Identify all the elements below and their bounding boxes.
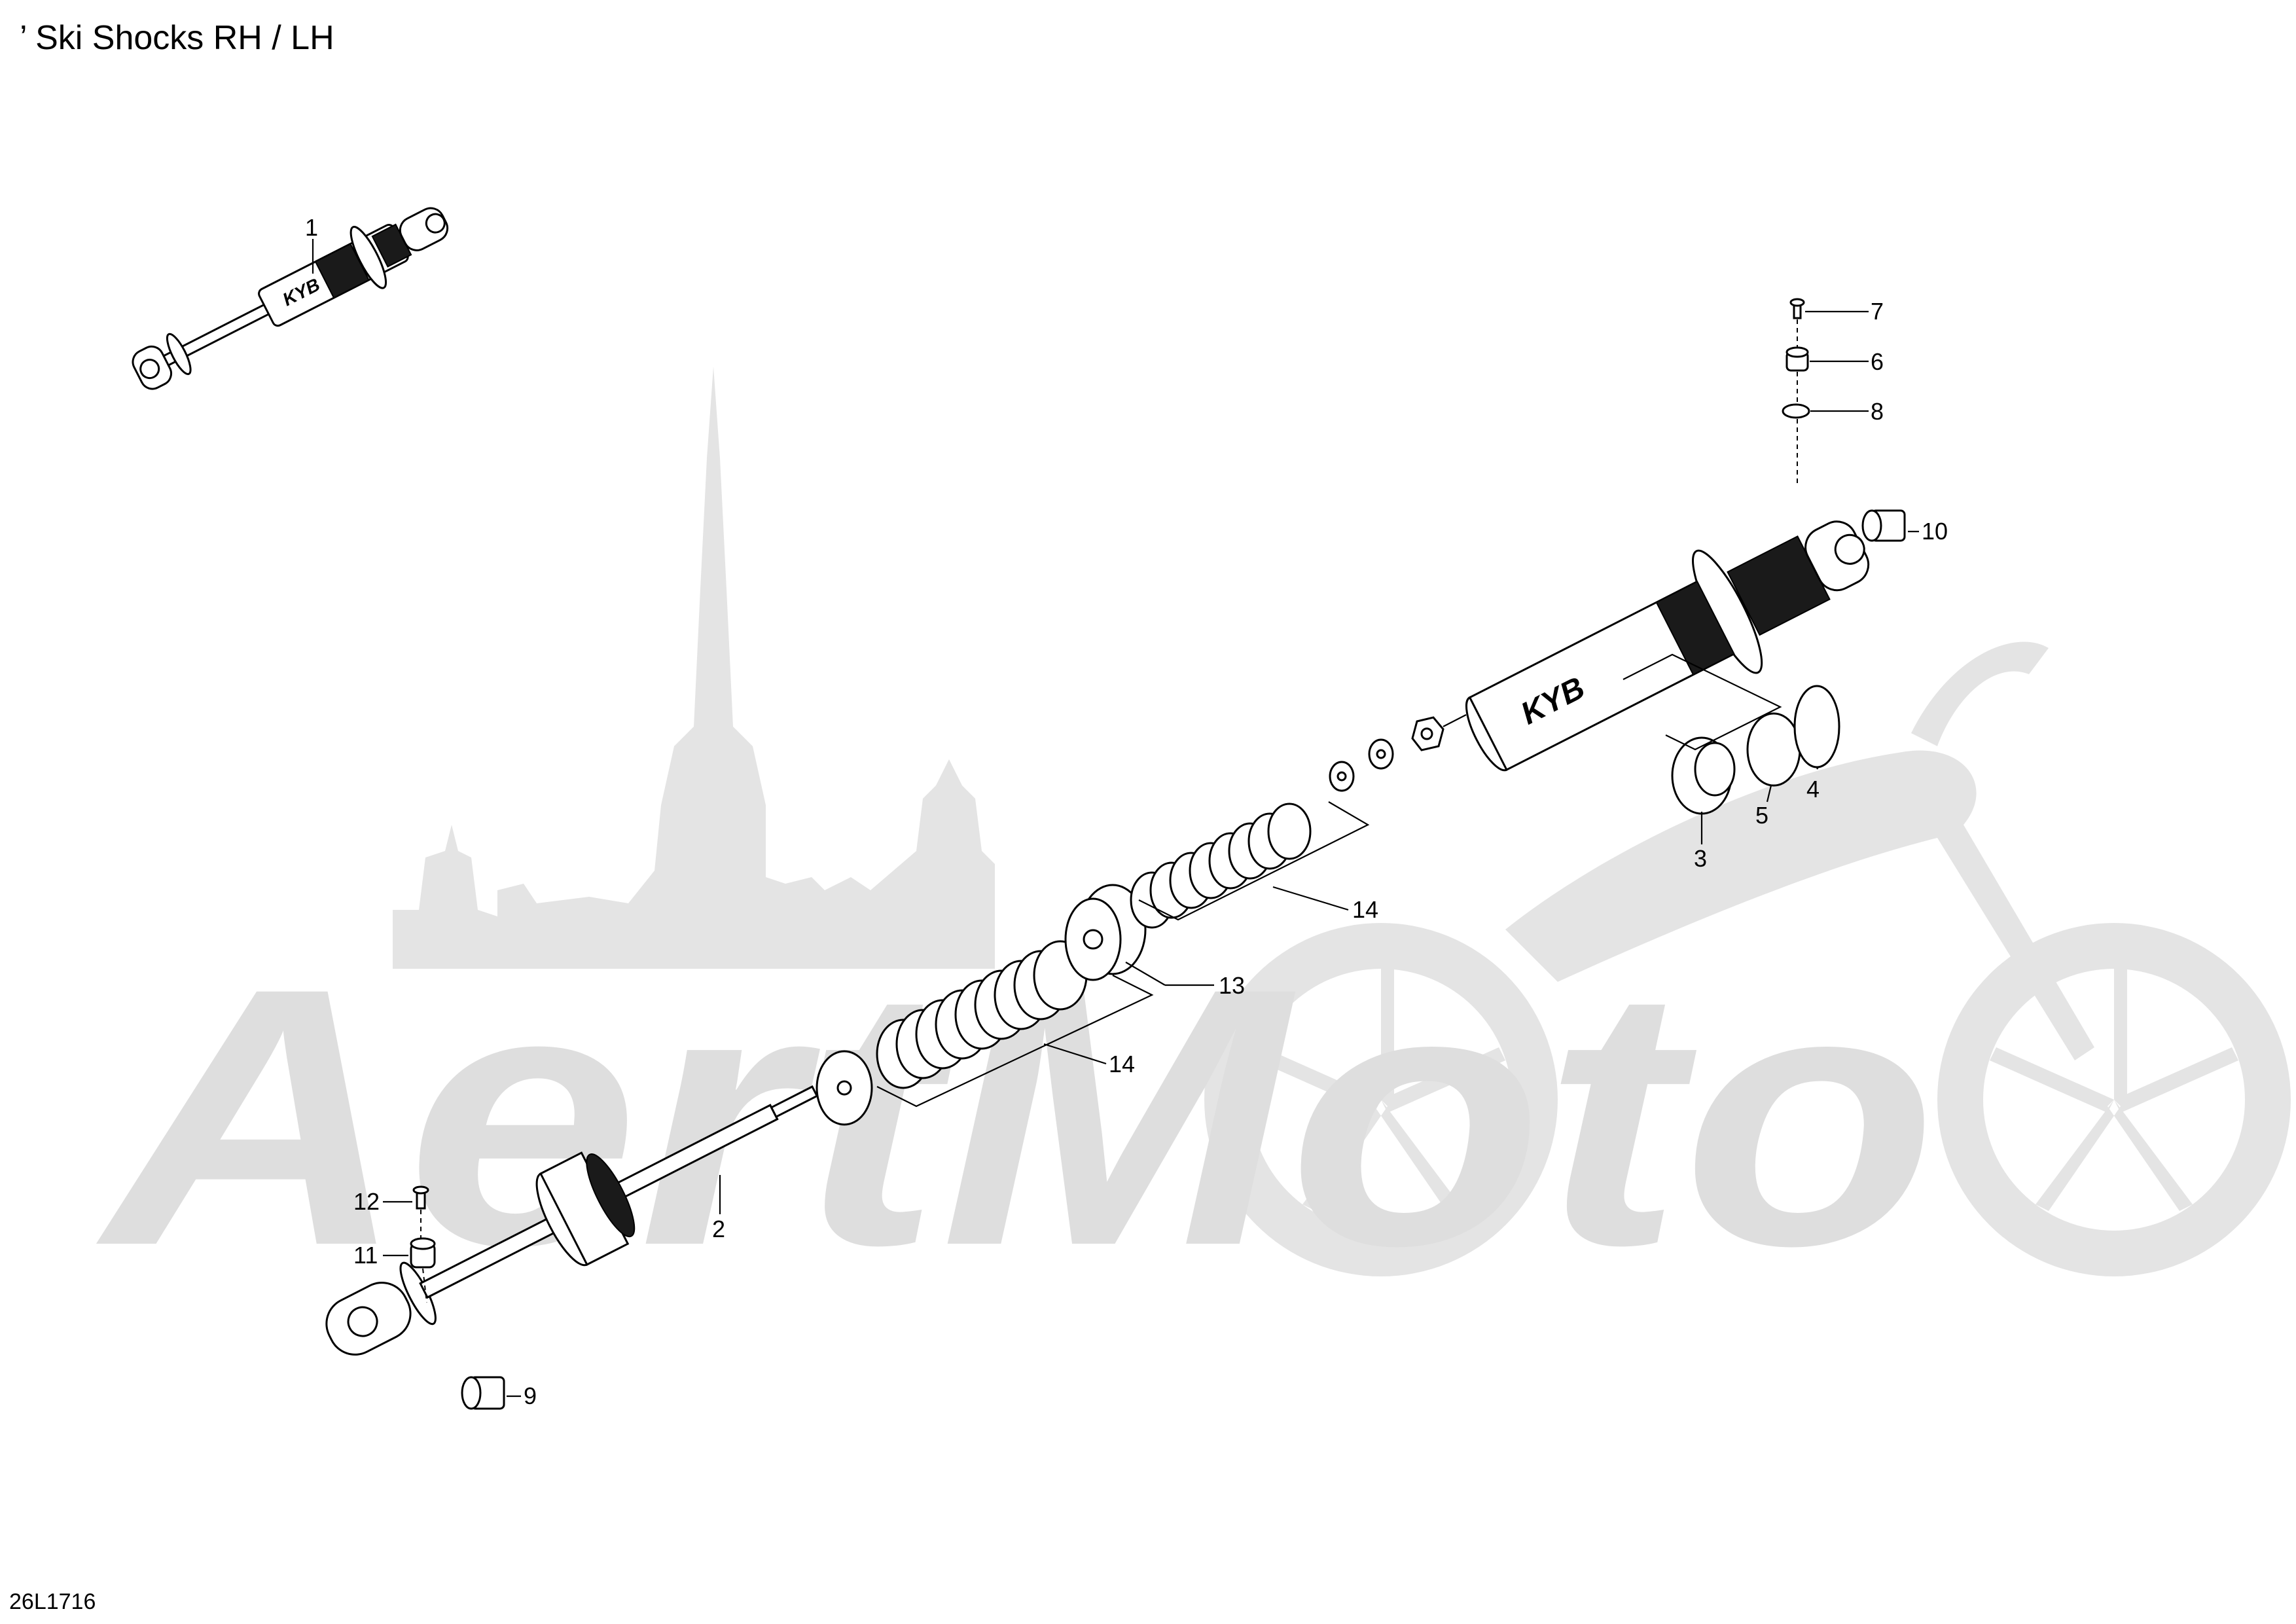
callout-9: 9 [524,1382,537,1409]
callout-14-upper: 14 [1352,896,1378,923]
assembled-shock: KYB [132,207,449,390]
seal-disc [1793,685,1840,768]
callout-14-lower: 14 [1109,1051,1135,1077]
callout-4: 4 [1806,776,1820,803]
snap-ring [1746,712,1801,787]
spring-spacer [1064,884,1147,981]
spring-stack-lower [816,940,1088,1126]
callout-5: 5 [1755,802,1768,829]
callout-13: 13 [1219,972,1245,999]
shock-body: KYB [1465,520,1870,772]
callout-6: 6 [1871,348,1884,375]
watermark: AertMoto [92,367,2291,1322]
callout-11: 11 [353,1242,378,1269]
leader-lines [312,239,1919,1398]
page-title: ’ Ski Shocks RH / LH [20,19,334,57]
washers-and-nut [1329,714,1467,792]
spring-stack-upper [1130,803,1312,929]
callout-7: 7 [1871,298,1884,325]
callout-8: 8 [1871,398,1884,425]
shaft-assembly [325,1085,819,1356]
callout-12: 12 [353,1188,380,1215]
callout-3: 3 [1694,845,1707,872]
diagram-code: 26L1716 [9,1589,96,1614]
watermark-skyline [393,367,995,969]
o-ring-top [1782,403,1810,419]
callout-10: 10 [1922,518,1948,545]
callouts: 1 7 6 8 10 4 5 3 14 13 14 12 2 11 9 [305,214,1948,1409]
callout-2: 2 [712,1216,725,1242]
callout-1: 1 [305,214,318,241]
